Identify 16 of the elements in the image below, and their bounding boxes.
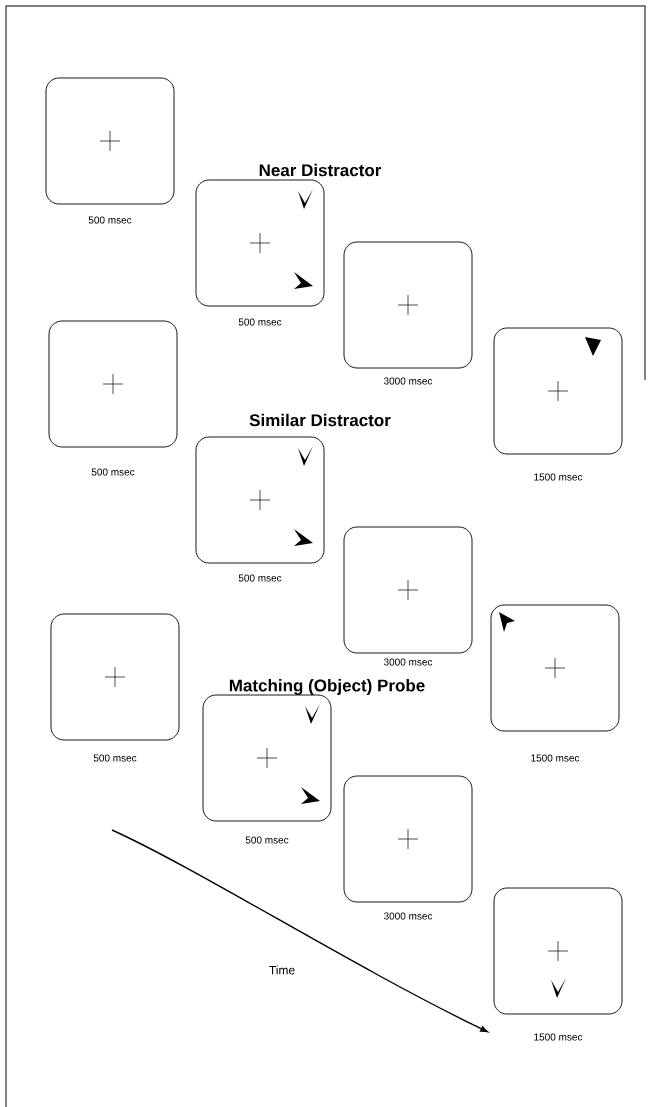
duration-label: 1500 msec	[534, 1033, 583, 1041]
duration-label: 500 msec	[93, 754, 137, 762]
heading: Similar Distractor	[249, 413, 391, 427]
duration-label: 3000 msec	[383, 658, 433, 666]
duration-label: 3000 msec	[383, 912, 433, 920]
heading: Matching (Object) Probe	[229, 679, 425, 695]
duration-label: 500 msec	[88, 216, 132, 224]
axis-label: Time	[269, 965, 295, 975]
duration-label: 1500 msec	[531, 754, 580, 762]
duration-label: 500 msec	[245, 836, 289, 844]
duration-label: 500 msec	[91, 468, 135, 476]
duration-label: 500 msec	[238, 318, 282, 326]
duration-label: 500 msec	[238, 574, 282, 582]
duration-label: 3000 msec	[383, 377, 433, 385]
duration-label: 1500 msec	[534, 473, 583, 481]
heading: Near Distractor	[259, 163, 382, 177]
